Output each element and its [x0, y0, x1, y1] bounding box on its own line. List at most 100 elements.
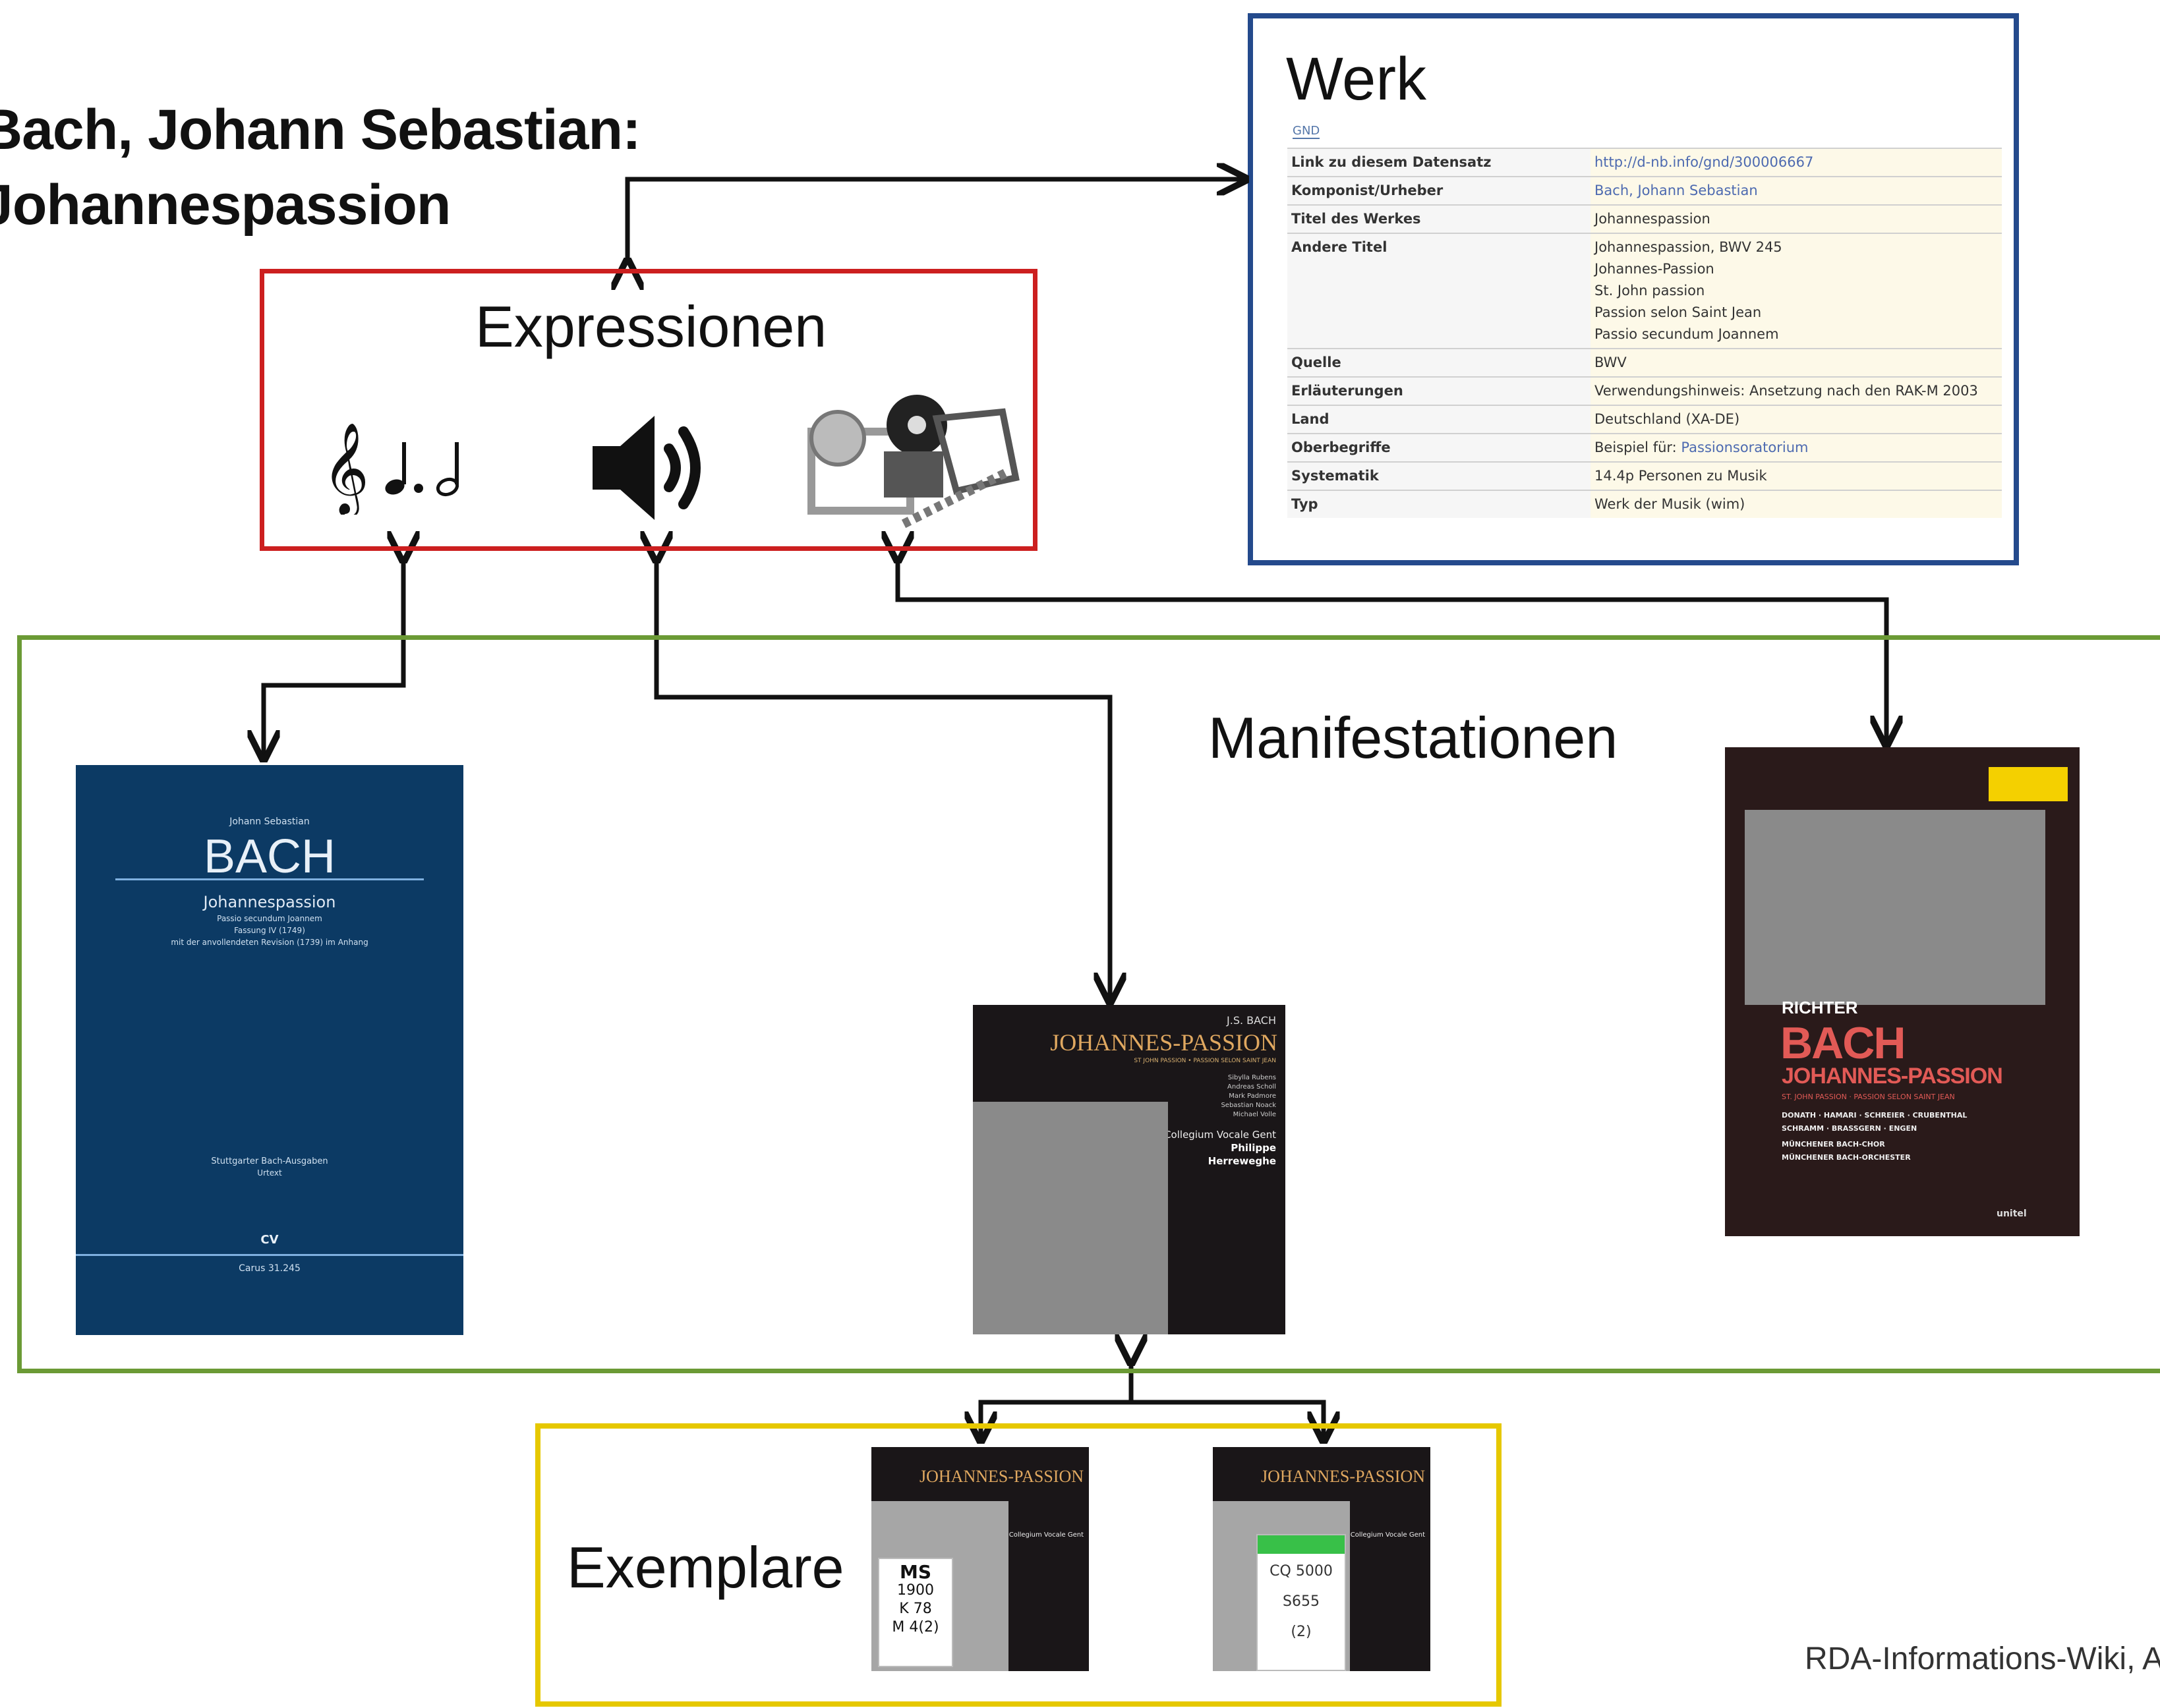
copy2-cover-image: JOHANNES-PASSION Collegium Vocale Gent C… — [1213, 1447, 1430, 1671]
werk-value-line: Johannespassion, BWV 245 — [1594, 239, 1782, 255]
copy2-ensemble: Collegium Vocale Gent — [1350, 1531, 1425, 1539]
speaker-icon — [593, 416, 701, 520]
page-title: Bach, Johann Sebastian: Johannespassion — [0, 98, 641, 237]
copy2-title: JOHANNES-PASSION — [1261, 1467, 1425, 1486]
score-sub1: Passio secundum Joannem — [217, 914, 322, 923]
cd-conductor-2: Herreweghe — [1208, 1155, 1276, 1167]
werk-value-line: BWV — [1594, 355, 1627, 370]
dvd-line2: SCHRAMM · BRASSGERN · ENGEN — [1782, 1124, 1917, 1133]
shelfmark-line: K 78 — [899, 1601, 932, 1617]
score-cover-image: Johann Sebastian BACH Johannespassion Pa… — [76, 765, 463, 1335]
werk-value-line: Werk der Musik (wim) — [1594, 496, 1745, 512]
dvd-line4: MÜNCHENER BACH-ORCHESTER — [1782, 1153, 1911, 1162]
arrow-expr-dvd — [898, 560, 1886, 745]
werk-row-value[interactable]: Beispiel für: Passionsoratorium — [1591, 433, 2002, 462]
dvd-composer: BACH — [1780, 1018, 1906, 1068]
copy1-title: JOHANNES-PASSION — [919, 1467, 1084, 1486]
werk-value-link[interactable]: Passionsoratorium — [1681, 440, 1809, 455]
werk-row-key: Komponist/Urheber — [1287, 176, 1591, 205]
cd-redacted-image — [973, 1102, 1168, 1334]
gnd-badge: GND — [1293, 124, 1320, 139]
werk-row-value[interactable]: Bach, Johann Sebastian — [1591, 176, 2002, 205]
shelfmark-line: CQ 5000 — [1270, 1563, 1333, 1580]
werk-row-key: Oberbegriffe — [1287, 433, 1591, 462]
svg-text:𝄞: 𝄞 — [322, 422, 369, 515]
dvd-subtitle: ST. JOHN PASSION · PASSION SELON SAINT J… — [1782, 1093, 1955, 1101]
dvd-line1: DONATH · HAMARI · SCHREIER · CRUBENTHAL — [1782, 1111, 1968, 1120]
werk-value-line: Verwendungshinweis: Ansetzung nach den R… — [1594, 383, 1978, 399]
dvd-conductor: RICHTER — [1782, 998, 1858, 1017]
cd-ensemble: Collegium Vocale Gent — [1164, 1129, 1276, 1141]
score-series: Stuttgarter Bach-Ausgaben — [211, 1156, 328, 1166]
score-composer-small: Johann Sebastian — [229, 816, 310, 827]
cd-performer: Sebastian Noack — [1221, 1102, 1276, 1109]
film-projector-icon — [807, 395, 1020, 528]
dvd-label-mark: unitel — [1997, 1209, 2027, 1219]
cd-performer: Mark Padmore — [1229, 1093, 1276, 1100]
cd-title: JOHANNES-PASSION — [1050, 1029, 1277, 1056]
score-composer: BACH — [203, 830, 336, 883]
werk-value-line: 14.4p Personen zu Musik — [1594, 468, 1767, 484]
score-work: Johannespassion — [203, 893, 336, 911]
werk-row-value[interactable]: http://d-nb.info/gnd/300006667 — [1591, 148, 2002, 177]
dvd-cover-image: RICHTER BACH JOHANNES-PASSION ST. JOHN P… — [1725, 747, 2080, 1236]
shelfmark-line: 1900 — [897, 1582, 934, 1599]
score-sub3: mit der anvollendeten Revision (1739) im… — [171, 938, 368, 947]
cd-cover-image: J.S. BACH JOHANNES-PASSION ST JOHN PASSI… — [973, 1005, 1285, 1334]
score-publisher-mark: CV — [260, 1233, 279, 1247]
score-sub2: Fassung IV (1749) — [234, 926, 305, 935]
cd-performer: Andreas Scholl — [1227, 1083, 1276, 1091]
source-credit: RDA-Informations-Wiki, AG — [1805, 1641, 2160, 1676]
copy1-cover-image: JOHANNES-PASSION Collegium Vocale Gent M… — [871, 1447, 1089, 1671]
werk-value-line[interactable]: http://d-nb.info/gnd/300006667 — [1594, 154, 1814, 170]
werk-value-line: Passio secundum Joannem — [1594, 326, 1779, 342]
arrow-expr-score — [264, 560, 403, 759]
werk-row-key: Land — [1287, 405, 1591, 434]
score-divider-bottom — [76, 1254, 463, 1256]
score-edition: Urtext — [257, 1168, 282, 1178]
copy1-ensemble: Collegium Vocale Gent — [1008, 1531, 1084, 1539]
copy2-sticker-band — [1258, 1535, 1345, 1554]
shelfmark-line: M 4(2) — [892, 1619, 939, 1636]
werk-row-value: Werk der Musik (wim) — [1591, 490, 2002, 518]
werk-heading: Werk — [1286, 45, 1426, 113]
werk-row-key: Quelle — [1287, 348, 1591, 377]
score-catalog: Carus 31.245 — [239, 1263, 301, 1274]
werk-row-key: Systematik — [1287, 461, 1591, 490]
werk-value-line: Johannes-Passion — [1594, 261, 1714, 277]
cd-top: J.S. BACH — [1227, 1014, 1276, 1027]
shelfmark-line: (2) — [1291, 1624, 1312, 1640]
shelfmark-line: MS — [899, 1561, 932, 1583]
werk-row-key: Link zu diesem Datensatz — [1287, 148, 1591, 177]
manifestationen-box: Manifestationen — [17, 635, 2160, 1373]
werk-row-key: Andere Titel — [1287, 233, 1591, 349]
werk-value-line: Johannespassion — [1594, 211, 1710, 227]
exemplare-label: Exemplare — [567, 1535, 844, 1600]
cd-performer: Michael Volle — [1233, 1111, 1276, 1118]
werk-value-line: Deutschland (XA-DE) — [1594, 411, 1740, 427]
werk-value-line: Passion selon Saint Jean — [1594, 304, 1762, 320]
werk-row-key: Erläuterungen — [1287, 376, 1591, 405]
cd-subtitle: ST JOHN PASSION • PASSION SELON SAINT JE… — [1134, 1058, 1276, 1064]
werk-row-key: Typ — [1287, 490, 1591, 518]
werk-value-line: Beispiel für: Passionsoratorium — [1594, 440, 1809, 455]
dvd-title: JOHANNES-PASSION — [1782, 1064, 2003, 1089]
expressionen-label: Expressionen — [475, 294, 827, 359]
werk-value-line[interactable]: Bach, Johann Sebastian — [1594, 183, 1758, 198]
manifestationen-label: Manifestationen — [1208, 705, 1618, 770]
arrow-werk-expressionen — [628, 179, 1246, 261]
dvd-line3: MÜNCHENER BACH-CHOR — [1782, 1140, 1885, 1149]
